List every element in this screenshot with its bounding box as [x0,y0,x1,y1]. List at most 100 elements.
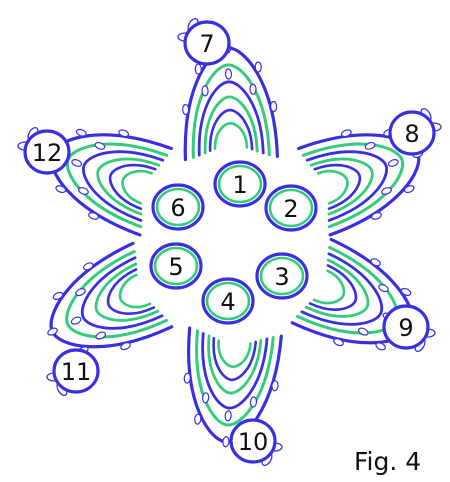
outer-ring-7: 7 [177,17,231,66]
inner-ring-5: 5 [149,242,203,290]
inner-ring-label: 1 [232,171,247,199]
petal-1-arc-6 [213,121,249,150]
petal-6-arc-3 [82,150,165,222]
outer-ring-label: 7 [199,30,214,58]
inner-ring-label: 3 [274,263,289,291]
inner-ring-6: 6 [151,183,205,231]
outer-ring-outline [229,418,277,464]
picot-loop [340,129,352,138]
inner-ring-3: 3 [255,252,309,300]
petal-5-arc-5 [106,268,156,315]
petal-5-arc-4 [94,262,160,322]
picot-loop [222,436,230,448]
petal-2-arc-5 [313,163,362,210]
inner-ring-outline [264,184,318,232]
picot-loop [94,141,106,150]
outer-ring-outline [388,110,436,156]
petal-3-arc-6 [312,269,346,305]
picot-loop [224,410,232,422]
picot-loop [70,316,82,325]
petal-1-arc-4 [203,95,259,155]
inner-ring-green-outline [268,188,314,228]
picot-loop [224,68,233,80]
figure-caption: Fig. 4 [354,447,421,476]
picot-loop [378,284,389,293]
picot-loop [249,396,258,408]
outer-ring-9: 9 [382,304,436,353]
picot-loop [201,85,209,97]
outer-ring-10: 10 [229,418,283,467]
petal-2-arc-2 [301,142,405,229]
outer-ring-label: 12 [32,139,63,167]
petal-2-arc-3 [305,150,388,222]
picot-loop [71,159,83,167]
picot-loop [118,129,130,138]
inner-ring-outline [213,160,267,208]
outer-ring-label: 8 [404,120,419,148]
picot-loop [371,212,382,220]
picot-loop [47,327,58,336]
picot-loop [83,262,94,271]
picot-loop [78,187,89,195]
outer-ring-12: 12 [17,126,71,175]
picot-loop [202,392,210,404]
petal-5-arc-3 [80,256,164,330]
picot-loop [271,380,279,392]
petal-4-arc-5 [212,336,258,382]
inner-ring-outline [201,277,255,325]
picot-loop [194,63,202,75]
inner-ring-green-outline [259,256,305,296]
picot-loop [270,100,278,113]
inner-ring-green-outline [205,281,251,321]
picot-loop [403,185,415,193]
picot-loop [333,338,344,347]
petal-4-arc-4 [207,334,263,395]
petal-5 [47,241,174,355]
outer-ring-label: 10 [238,428,269,456]
inner-ring-outline [255,252,309,300]
inner-ring-green-outline [155,187,201,227]
picot-loop [88,212,99,220]
petal-1-arc-2 [191,63,271,159]
picot-loop [183,372,191,384]
petal-6-arc-6 [121,169,153,205]
petal-1-arc-5 [208,108,254,153]
outer-ring-outline [183,20,231,66]
petal-3-arc-3 [300,252,384,326]
petal-2-arc-4 [309,157,374,216]
inner-ring-green-outline [153,246,199,286]
picot-loop [55,185,67,193]
inner-ring-2: 2 [264,184,318,232]
petal-6-arc-4 [96,157,161,216]
petal-5-arc-2 [65,250,168,339]
outer-ring-label: 11 [61,358,92,386]
picot-loop [182,103,190,116]
inner-ring-green-outline [217,164,263,204]
outer-ring-outline [382,304,430,350]
picot-loop [75,288,86,297]
petal-4-arc-3 [201,331,269,410]
outer-ring-11: 11 [46,348,100,397]
petal-1-arc-3 [197,80,265,157]
petal-3-arc-4 [304,258,370,318]
outer-ring-outline [23,129,71,175]
inner-ring-label: 6 [170,194,185,222]
petal-4-arc-2 [195,329,275,427]
picot-loop [52,291,64,300]
picot-loop [95,331,107,340]
petal-5-arc-6 [118,273,152,309]
picot-loop [381,187,392,195]
picot-loop [364,141,376,150]
picot-loop [194,413,202,425]
picot-loop [400,287,412,296]
outer-ring-label: 9 [398,314,413,342]
outer-ring-8: 8 [388,107,442,156]
picot-loop [370,258,381,267]
inner-ring-outline [151,183,205,231]
inner-ring-1: 1 [213,160,267,208]
inner-ring-outline [149,242,203,290]
picot-loop [249,83,257,95]
picot-loop [254,61,262,73]
